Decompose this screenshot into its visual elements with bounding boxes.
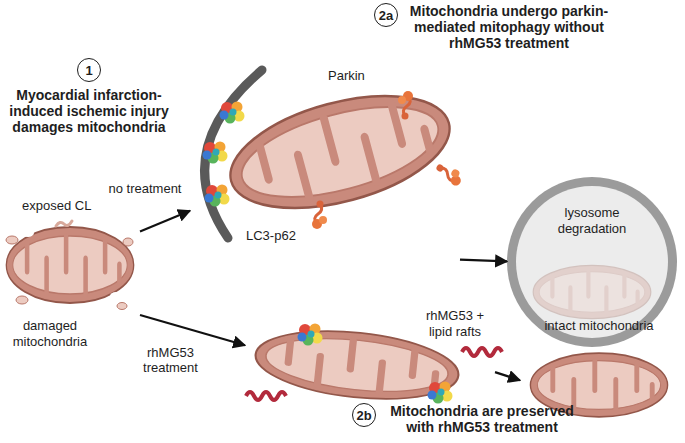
lysosome-lumen xyxy=(516,186,668,338)
exposed-cardiolipin xyxy=(56,221,72,226)
parkin-protein xyxy=(398,91,413,120)
membrane-break xyxy=(22,229,34,237)
figure-label: damaged mitochondria xyxy=(2,318,98,349)
flow-arrow xyxy=(495,372,520,380)
rhmg53-protein xyxy=(428,382,453,404)
degraded-mitochondrion xyxy=(533,265,651,318)
lipid-raft xyxy=(462,348,502,356)
step-node: 2a Mitochondria undergo parkin-mediated m… xyxy=(374,3,614,51)
lysosome-membrane xyxy=(507,177,677,347)
lipid-raft xyxy=(246,392,286,400)
damaged-mitochondrion xyxy=(6,227,133,303)
step-heading: Myocardial infarction-induced ischemic i… xyxy=(2,87,176,135)
membrane-fragment xyxy=(6,236,18,244)
callout-number: 2a xyxy=(379,9,393,22)
figure-label: Parkin xyxy=(328,68,388,84)
rhmg53-protein xyxy=(298,324,323,346)
edge-label: no treatment xyxy=(107,181,184,197)
figure-label: rhMG53 + lipid rafts xyxy=(415,308,495,339)
illustration-node: rhMG53 + lipid rafts xyxy=(245,305,495,400)
membrane-fragment xyxy=(16,296,28,304)
figure-label: exposed CL xyxy=(22,198,122,214)
step-node: 1Myocardial infarction-induced ischemic … xyxy=(2,58,176,135)
step-node: 2b Mitochondria are preserved with rhMG53… xyxy=(352,403,582,435)
callout-number: 1 xyxy=(85,64,92,77)
step-heading: Mitochondria are preserved with rhMG53 t… xyxy=(382,403,582,435)
lc3-p62-protein xyxy=(205,185,230,207)
step-heading: Mitochondria undergo parkin-mediated mit… xyxy=(404,3,614,51)
figure-label: LC3-p62 xyxy=(246,228,326,244)
step-circle: 2a xyxy=(374,3,398,27)
parkin-protein xyxy=(433,160,465,187)
step-circle: 2b xyxy=(352,403,376,427)
figure-label: intact mitochondria xyxy=(524,318,674,334)
step-circle: 1 xyxy=(77,58,101,82)
illustration-node: ParkinLC3-p62 xyxy=(190,65,460,280)
membrane-fragment xyxy=(117,303,127,310)
illustration-node: exposed CL damaged mitochondria xyxy=(0,195,140,355)
flow-arrow xyxy=(140,211,190,232)
edge-label: rhMG53 treatment xyxy=(129,345,213,376)
membrane-break xyxy=(110,292,122,300)
flow-arrow xyxy=(140,315,245,345)
figure-label: lysosome degradation xyxy=(542,205,642,236)
membrane-fragment xyxy=(123,238,133,246)
lc3-p62-protein xyxy=(220,102,245,124)
mitophagy-mitochondrion xyxy=(218,75,461,229)
flow-arrow xyxy=(460,260,507,262)
parkin-protein xyxy=(312,201,327,230)
lc3-p62-protein xyxy=(203,142,228,164)
callout-number: 2b xyxy=(356,409,371,422)
